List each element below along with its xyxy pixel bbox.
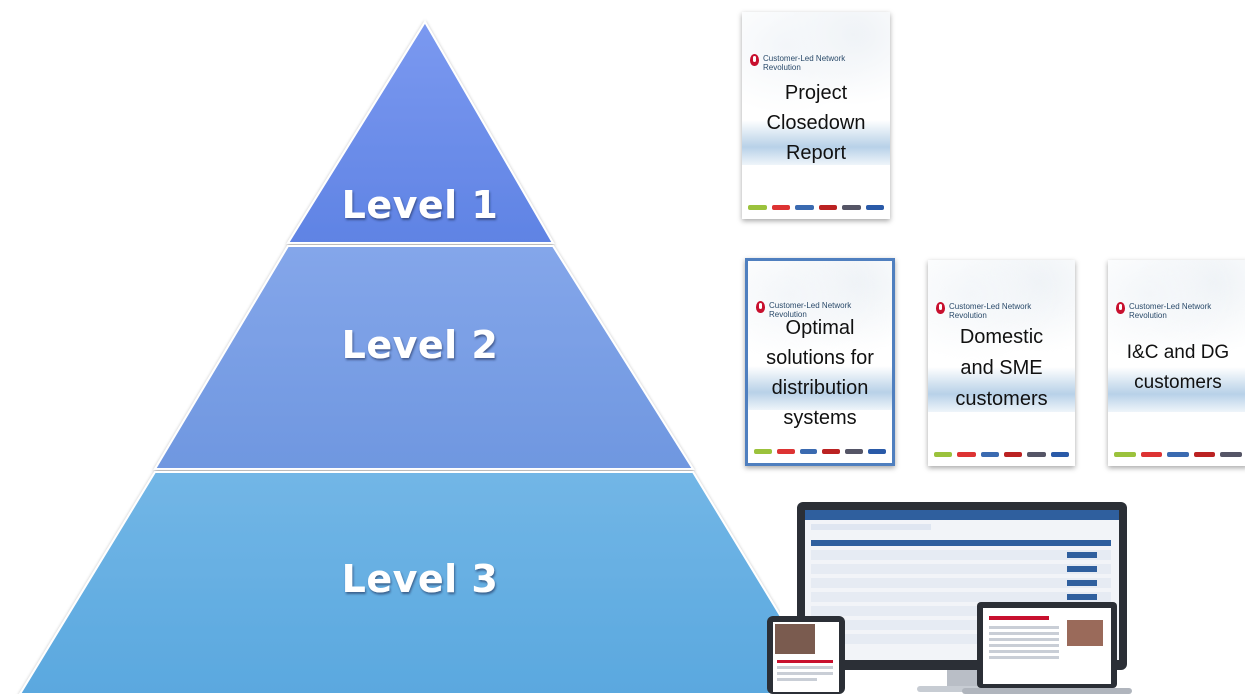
brand-mark-icon <box>756 301 765 313</box>
report-title: Project Closedown Report <box>766 82 866 164</box>
brand-name: Customer-Led Network <box>949 302 1032 311</box>
brand-name-2: Revolution <box>1129 311 1167 320</box>
cover-wave <box>1108 367 1245 413</box>
report-title: I&C and DG customers <box>1126 342 1230 393</box>
level-3-segment <box>18 471 780 694</box>
brand-name: Customer-Led Network <box>1129 302 1212 311</box>
level-1-segment <box>286 20 555 244</box>
brand-mark-icon <box>936 302 945 314</box>
partner-logos <box>754 447 886 455</box>
brand-name: Customer-Led Network <box>763 54 846 63</box>
level-2-segment <box>153 245 695 470</box>
cover-wave <box>748 366 892 411</box>
level-1-label: Level 1 <box>342 183 499 227</box>
cover-wave <box>928 367 1075 413</box>
brand-name-2: Revolution <box>763 63 801 72</box>
cover-background <box>748 261 892 373</box>
level-3-label: Level 3 <box>342 557 499 601</box>
brand-name-2: Revolution <box>949 311 987 320</box>
pyramid-diagram: Level 1 Level 2 Level 3 <box>18 20 780 694</box>
brand-name-2: Revolution <box>769 310 807 319</box>
partner-logos <box>1114 450 1242 458</box>
brand-mark-icon <box>750 54 759 66</box>
partner-logos <box>934 450 1069 458</box>
level-2-label: Level 2 <box>342 323 499 367</box>
cover-background <box>742 12 890 126</box>
brand-mark-icon <box>1116 302 1125 314</box>
cover-wave <box>742 119 890 166</box>
responsive-devices-icon <box>767 502 1132 694</box>
cover-background <box>928 260 1075 374</box>
brand-name: Customer-Led Network <box>769 301 852 310</box>
cover-background <box>1108 260 1245 374</box>
report-title: Optimal solutions for distribution syste… <box>766 317 874 429</box>
partner-logos <box>748 203 884 211</box>
report-title: Domestic and SME customers <box>955 326 1048 410</box>
